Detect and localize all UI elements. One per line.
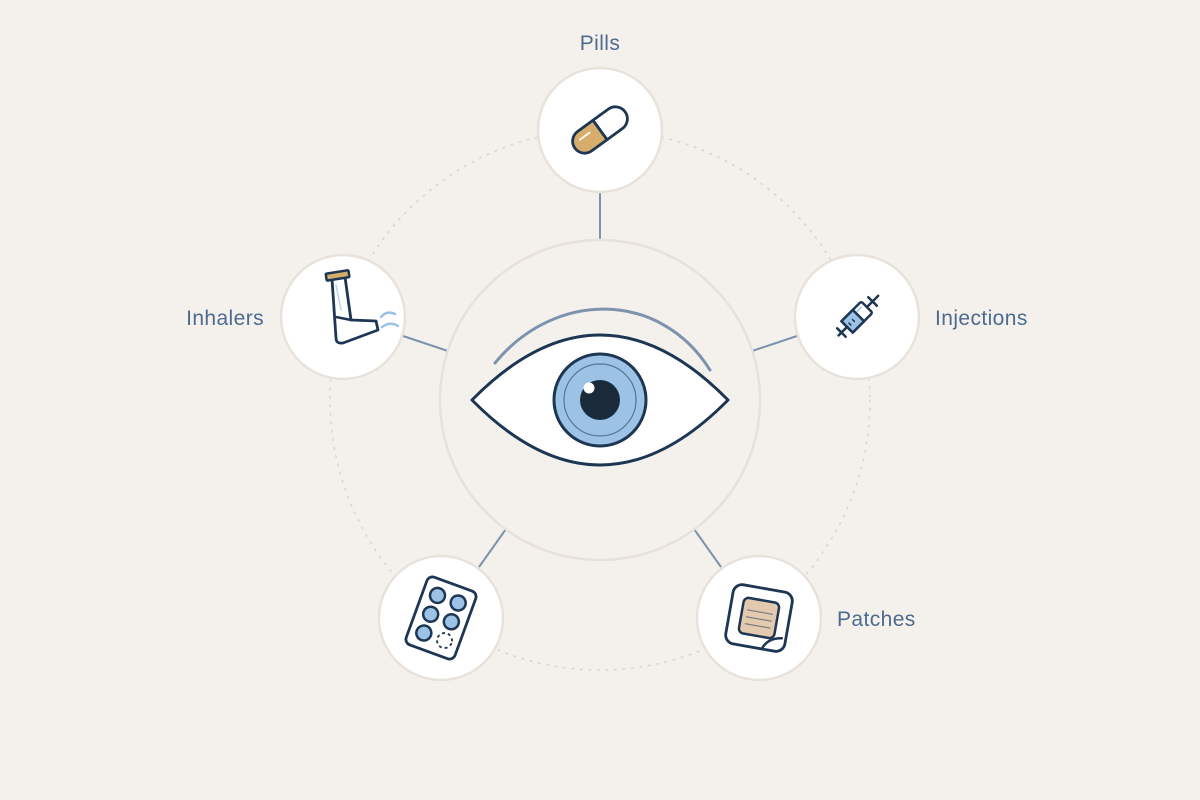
patch-icon (724, 583, 794, 653)
pupil-highlight (583, 382, 595, 394)
iris-ring (563, 363, 637, 437)
label-patches: Patches (837, 608, 916, 631)
connector-tablets (478, 528, 507, 568)
inhaler-icon (324, 269, 400, 345)
blister-pack-icon (404, 575, 478, 661)
connectors (402, 193, 798, 568)
label-injections: Injections (935, 307, 1028, 330)
label-inhalers: Inhalers (186, 307, 264, 330)
label-pills: Pills (580, 32, 621, 55)
capsule-icon (571, 105, 629, 155)
syringe-icon (835, 294, 880, 339)
connector-inhalers (402, 335, 449, 352)
orbit-ring (329, 129, 871, 671)
eye-icon (470, 307, 730, 467)
connector-patches (693, 528, 722, 568)
eyebrow-arc (493, 307, 712, 372)
connector-injections (751, 335, 798, 352)
